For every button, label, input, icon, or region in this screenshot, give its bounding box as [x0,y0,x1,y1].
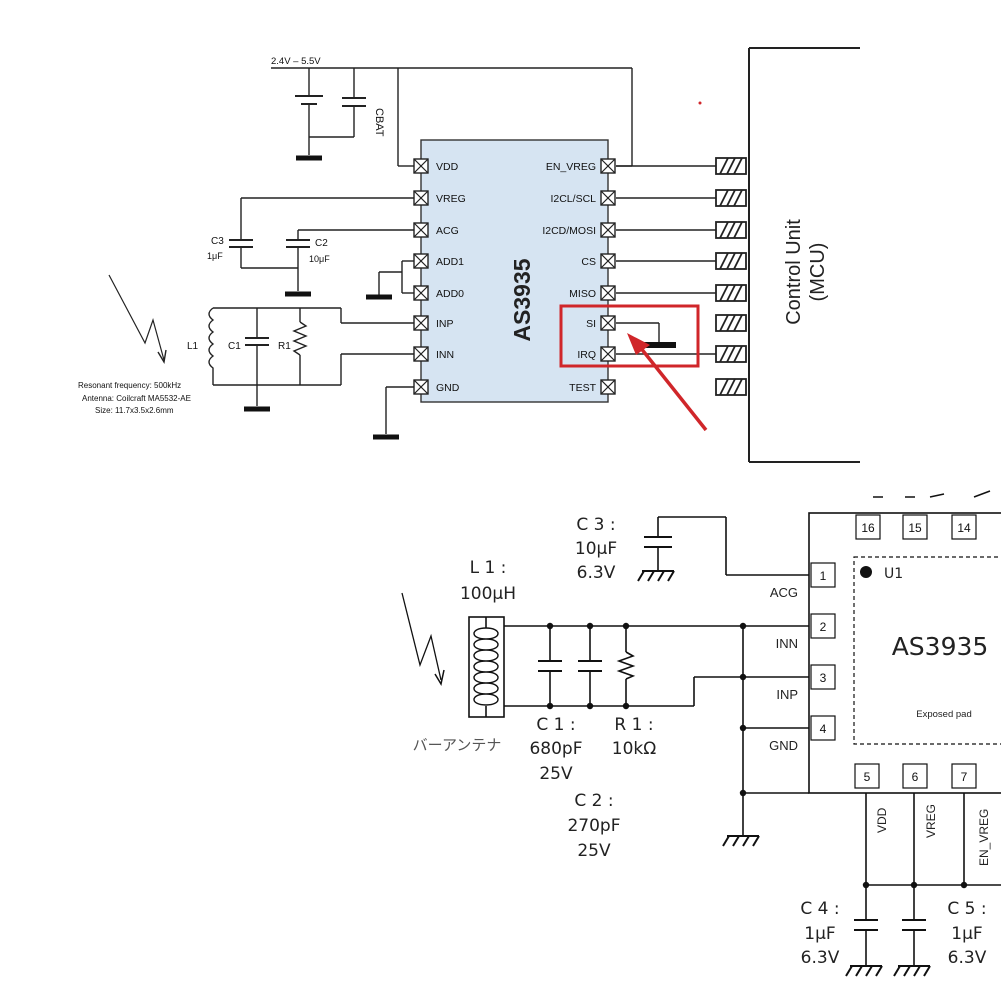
top-component-labels: 2.4V – 5.5V CBAT C3 1μF C2 10μF L1 C1 R1 [187,56,385,352]
pin-label: VDD [436,161,459,173]
top-right-pin-labels: EN_VREG I2CL/SCL I2CD/MOSI CS MISO SI IR… [542,161,596,394]
pin-name: INN [776,636,798,651]
c4-voltage: 6.3V [801,948,840,968]
pin-label: GND [436,382,460,394]
l1-label: L 1 : [470,558,507,578]
antenna-label: バーアンテナ [413,736,502,754]
pin-label: TEST [569,382,596,394]
c3-value: 1μF [207,251,223,261]
pin-label: MISO [569,288,596,300]
pin-number: 6 [912,770,919,784]
mcu-line1: Control Unit [783,219,805,325]
chip-ref: U1 [884,566,903,582]
top-left-pin-labels: VDD VREG ACG ADD1 ADD0 INP INN GND [436,161,466,394]
resonant-note: Resonant frequency: 500kHz [78,381,181,390]
c3-value: 10μF [575,539,617,559]
mcu-connectors [715,157,747,396]
c3-voltage: 6.3V [577,563,616,583]
pin-name: VREG [924,804,938,838]
top-ground-symbols [244,155,676,440]
size-note: Size: 11.7x3.5x2.6mm [95,406,174,415]
pin-label: SI [586,318,596,330]
pin-label: I2CL/SCL [550,193,596,205]
r1-label: R1 [278,341,291,352]
pin-name: ACG [770,585,798,600]
pin-number: 1 [820,569,827,583]
pin-label: ADD0 [436,288,464,300]
pin-name: EN_VREG [977,809,991,866]
arrowhead [627,333,650,355]
c2-value: 10μF [309,254,330,264]
pin-label: EN_VREG [546,161,596,173]
pin-label: I2CD/MOSI [542,225,596,237]
c4-value: 1μF [804,924,835,944]
c2-label: C2 [315,238,328,249]
c5-label: C 5 : [947,899,986,919]
pin-name: INP [776,687,798,702]
pin-number: 16 [861,521,875,535]
c4-label: C 4 : [800,899,839,919]
c5-voltage: 6.3V [948,948,987,968]
pin-name: GND [769,738,798,753]
c1-label: C1 [228,341,241,352]
pin-number: 5 [864,770,871,784]
pin-label: VREG [436,193,466,205]
pin-number: 2 [820,620,827,634]
mcu-label: Control Unit (MCU) [783,219,829,325]
c1-value: 680pF [529,739,582,759]
antenna-notes: Resonant frequency: 500kHz Antenna: Coil… [78,381,191,415]
supply-label: 2.4V – 5.5V [271,56,321,67]
c2-value: 270pF [567,816,620,836]
pin-label: INP [436,318,454,330]
pin-number: 4 [820,722,827,736]
top-chip-name: AS3935 [509,258,535,341]
l1-label: L1 [187,341,199,352]
bottom-chip-name: AS3935 [892,632,989,661]
l1-value: 100μH [460,584,516,604]
bottom-chip [808,490,1001,794]
mcu-line2: (MCU) [807,243,829,302]
r1-label: R 1 : [614,715,653,735]
c3-label: C 3 : [576,515,615,535]
pin-label: IRQ [577,349,596,361]
c5-value: 1μF [951,924,982,944]
highlight-annotation [559,101,708,432]
bottom-schematic [401,516,1001,965]
exposed-pad-label: Exposed pad [916,709,971,720]
highlight-arrow [638,345,708,432]
pin-number: 14 [957,521,971,535]
bottom-pin-numbers: 1 2 3 4 16 15 14 5 6 7 [820,521,971,784]
top-schematic [108,47,860,463]
pin-label: ADD1 [436,256,464,268]
cbat-label: CBAT [373,108,385,137]
antenna-note: Antenna: Coilcraft MA5532-AE [82,394,191,403]
r1-value: 10kΩ [612,739,656,759]
pin-name: VDD [875,807,889,833]
pin-number: 7 [961,770,968,784]
pin-number: 15 [908,521,922,535]
pin-label: CS [581,256,596,268]
c1-label: C 1 : [536,715,575,735]
bottom-component-labels: C 3 : 10μF 6.3V L 1 : 100μH C 1 : 680pF … [460,515,987,968]
pin-number: 3 [820,671,827,685]
c1-voltage: 25V [539,764,573,784]
c3-label: C3 [211,236,224,247]
pin-label: INN [436,349,454,361]
highlight-box [559,304,700,368]
bottom-pin-names: ACG INN INP GND [769,585,798,753]
top-chip-body [420,139,609,403]
c2-label: C 2 : [574,791,613,811]
bottom-vertical-pin-names: VDD VREG EN_VREG [875,804,991,866]
c2-voltage: 25V [577,841,611,861]
pin-label: ACG [436,225,459,237]
